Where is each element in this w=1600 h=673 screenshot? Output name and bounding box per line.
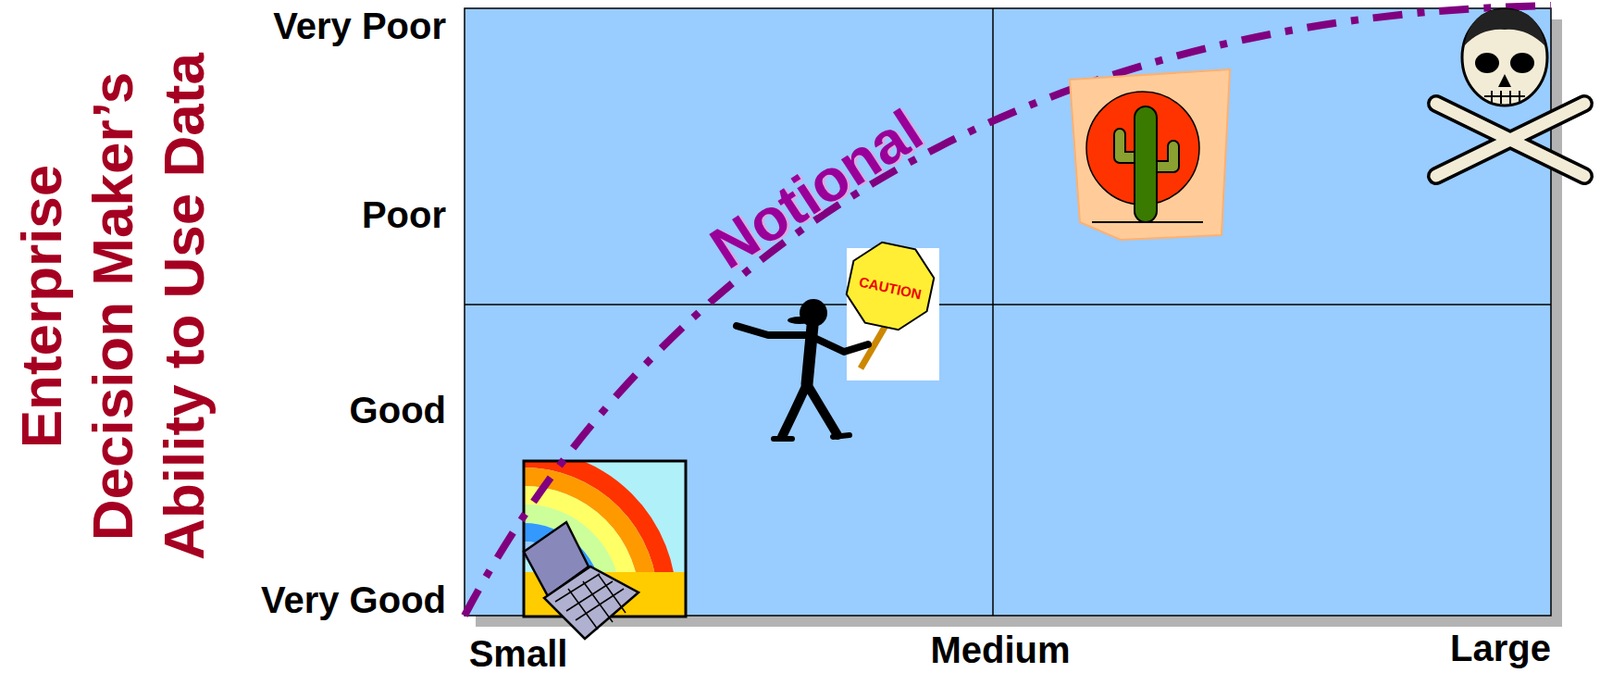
bone-outline xyxy=(1436,103,1585,176)
axis-tick-label: Very Poor xyxy=(272,7,447,45)
axis-title: Enterprise Decision Maker’s Ability to U… xyxy=(5,40,220,573)
person-arm xyxy=(736,325,811,335)
cactus-picture xyxy=(1069,69,1230,240)
axis-tick-label: Poor xyxy=(361,196,447,234)
laptop-base xyxy=(544,566,639,639)
laptop-keys xyxy=(555,573,626,630)
skull-nose xyxy=(1498,74,1512,87)
curve-label: Notional xyxy=(700,99,932,278)
axis-tick-label: Small xyxy=(469,634,569,672)
bone-outline xyxy=(1436,103,1585,176)
notional-curve xyxy=(464,5,1551,616)
person-legs xyxy=(781,384,838,437)
person-feet xyxy=(773,434,850,439)
skull-eye xyxy=(1510,52,1535,74)
axis-tick-label: Medium xyxy=(930,631,1070,669)
person-arm xyxy=(812,336,869,352)
skull xyxy=(1462,9,1548,106)
caution-sign xyxy=(841,236,939,335)
quadrant-line xyxy=(992,8,994,616)
bone xyxy=(1436,103,1585,176)
skull-cap xyxy=(1463,9,1546,47)
bone xyxy=(1436,103,1585,176)
cactus-trunk xyxy=(1134,106,1157,223)
sign-text: CAUTION xyxy=(857,274,923,302)
axis-tick-label: Large xyxy=(1450,629,1551,667)
axis-tick-label: Very Good xyxy=(260,581,447,619)
quadrant-line xyxy=(464,303,1551,306)
skull-eye xyxy=(1475,52,1500,74)
skull-teeth xyxy=(1484,90,1526,104)
axis-tick-label: Good xyxy=(349,391,447,429)
